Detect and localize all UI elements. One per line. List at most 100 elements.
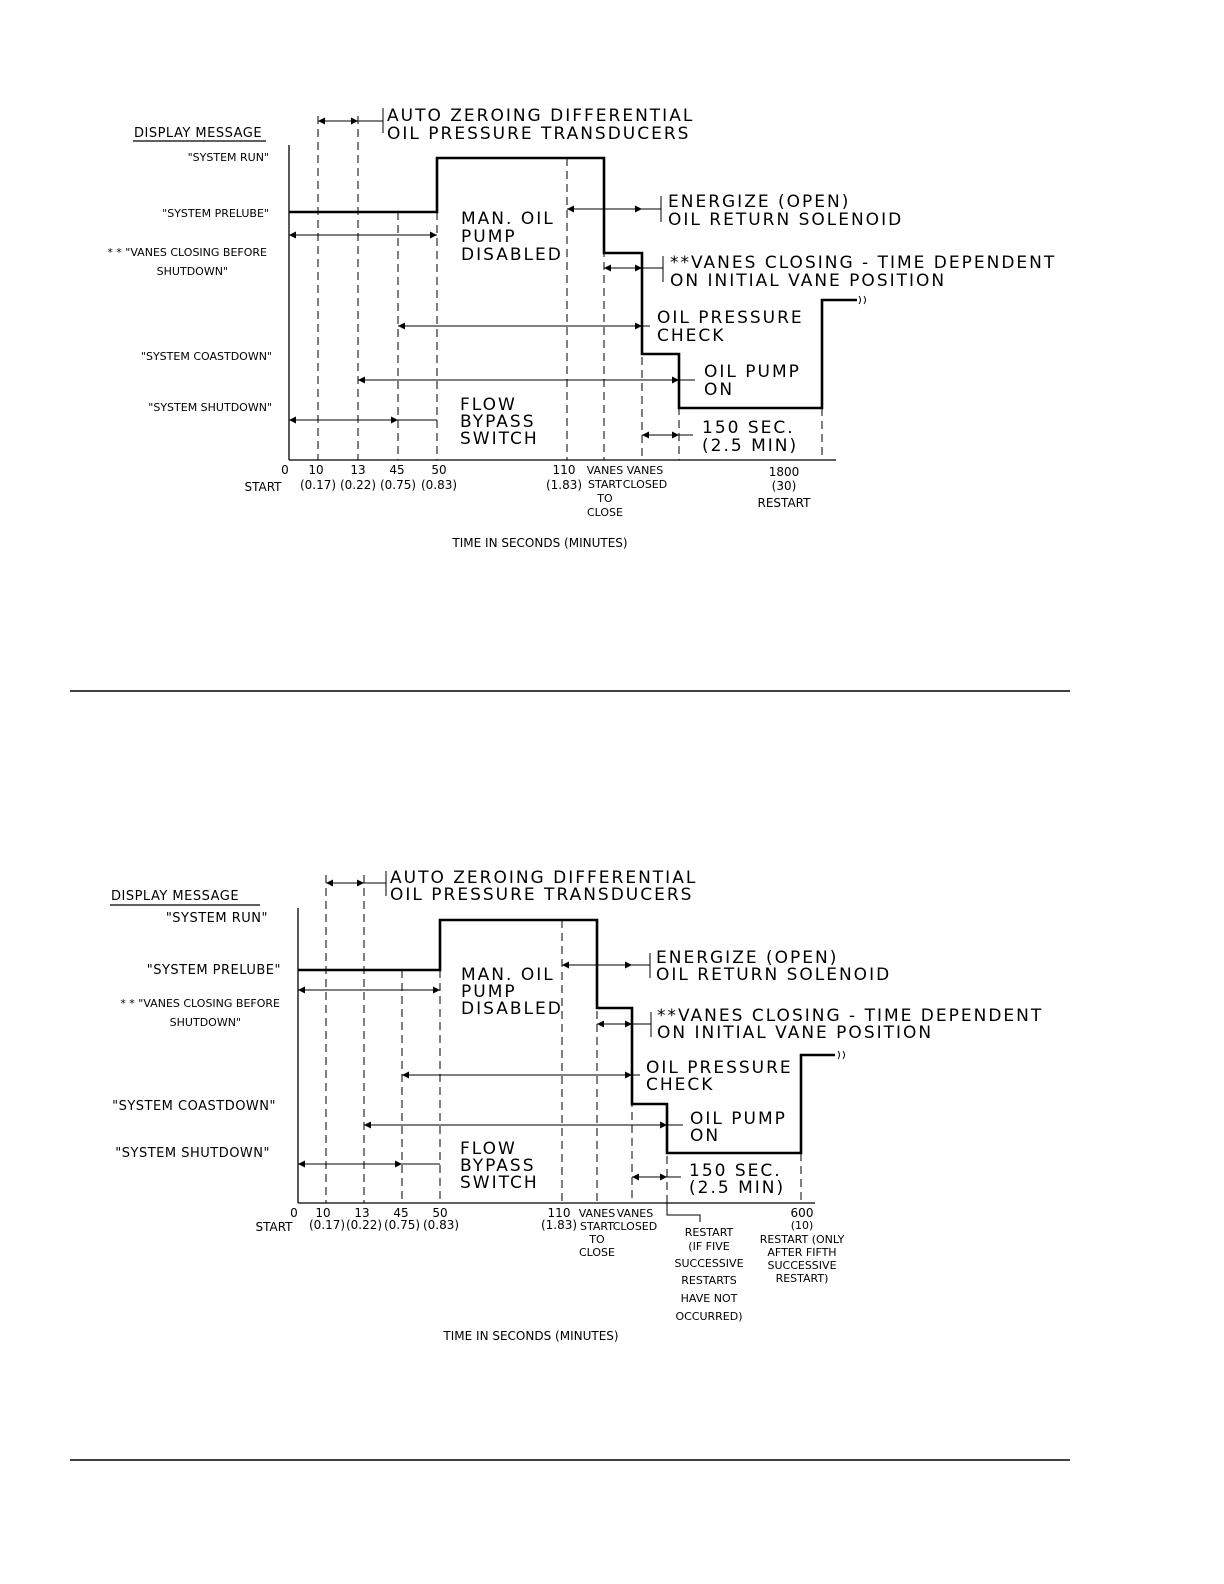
tick-end-2: (10) — [791, 1219, 814, 1232]
vanes-closing-label-1: **VANES CLOSING - TIME DEPENDENT — [670, 253, 1056, 273]
man-oil-label-1: MAN. OIL — [461, 209, 555, 229]
diagram-1: DISPLAY MESSAGE "SYSTEM RUN" "SYSTEM PRE… — [107, 106, 1056, 550]
energize-label-2: OIL RETURN SOLENOID — [668, 210, 903, 230]
tick-end-5: SUCCESSIVE — [767, 1259, 836, 1272]
restart-callout-4: RESTARTS — [681, 1274, 737, 1287]
break-mark — [837, 1050, 845, 1060]
oil-pressure-label-1: OIL PRESSURE — [657, 308, 804, 328]
tick-vanes-start-1: VANES — [587, 464, 624, 477]
state-vanes-closing-line1: * * "VANES CLOSING BEFORE — [120, 997, 280, 1010]
restart-callout-2: (IF FIVE — [688, 1240, 729, 1253]
flow-label-1: FLOW — [460, 1139, 517, 1159]
state-system-shutdown: "SYSTEM SHUTDOWN" — [148, 401, 272, 414]
tick-vanes-closed-2: CLOSED — [623, 478, 667, 491]
state-trace — [298, 918, 835, 1155]
tick-10-min: (0.17) — [309, 1218, 345, 1232]
tick-110-min: (1.83) — [541, 1218, 577, 1232]
tick-45-min: (0.75) — [384, 1218, 420, 1232]
energize-label-2: OIL RETURN SOLENOID — [656, 965, 891, 985]
man-oil-label-1: MAN. OIL — [461, 965, 555, 985]
restart-callout-leader — [666, 1203, 701, 1222]
state-system-shutdown: "SYSTEM SHUTDOWN" — [115, 1146, 270, 1161]
tick-vanes-start-3: TO — [588, 1233, 605, 1246]
tick-end-1: 600 — [791, 1206, 814, 1220]
oil-pressure-label-2: CHECK — [657, 326, 725, 346]
tick-vanes-closed-1: VANES — [627, 464, 664, 477]
restart-callout-3: SUCCESSIVE — [674, 1257, 743, 1270]
tick-end-1: 1800 — [769, 465, 800, 479]
auto-zero-label-2: OIL PRESSURE TRANSDUCERS — [387, 124, 690, 144]
man-oil-label-2: PUMP — [461, 227, 517, 247]
tick-10: 10 — [308, 463, 323, 477]
flow-label-2: BYPASS — [460, 412, 536, 432]
man-oil-label-3: DISABLED — [461, 245, 563, 265]
tick-vanes-closed-1: VANES — [617, 1207, 654, 1220]
state-system-run: "SYSTEM RUN" — [166, 911, 268, 926]
sec150-label-1: 150 SEC. — [689, 1161, 782, 1181]
auto-zero-label-2: OIL PRESSURE TRANSDUCERS — [390, 885, 693, 905]
tick-10: 10 — [315, 1206, 330, 1220]
flow-label-2: BYPASS — [460, 1156, 536, 1176]
tick-110: 110 — [548, 1206, 571, 1220]
sec150-label-2: (2.5 MIN) — [689, 1178, 785, 1198]
tick-vanes-start-2: START — [588, 478, 622, 491]
tick-vanes-start-1: VANES — [579, 1207, 616, 1220]
vanes-closing-label-1: **VANES CLOSING - TIME DEPENDENT — [657, 1006, 1043, 1026]
tick-0: 0 — [290, 1206, 298, 1220]
tick-end-3: RESTART — [758, 496, 812, 510]
restart-callout-5: HAVE NOT — [681, 1292, 738, 1305]
tick-end-3: RESTART (ONLY — [760, 1233, 845, 1246]
tick-13-min: (0.22) — [340, 478, 376, 492]
state-system-coastdown: "SYSTEM COASTDOWN" — [141, 350, 272, 363]
axis-title: TIME IN SECONDS (MINUTES) — [442, 1329, 618, 1343]
tick-end-4: AFTER FIFTH — [767, 1246, 836, 1259]
vanes-closing-label-2: ON INITIAL VANE POSITION — [657, 1023, 933, 1043]
sec150-label-2: (2.5 MIN) — [702, 436, 798, 456]
state-vanes-closing-line2: SHUTDOWN" — [170, 1016, 241, 1029]
oil-pump-label-2: ON — [690, 1126, 720, 1146]
state-vanes-closing-line2: SHUTDOWN" — [157, 265, 228, 278]
man-oil-label-3: DISABLED — [461, 999, 563, 1019]
tick-50-min: (0.83) — [421, 478, 457, 492]
state-vanes-closing-line1: * * "VANES CLOSING BEFORE — [107, 246, 267, 259]
state-system-coastdown: "SYSTEM COASTDOWN" — [112, 1099, 276, 1114]
tick-end-6: RESTART) — [776, 1272, 829, 1285]
tick-vanes-closed-2: CLOSED — [613, 1220, 657, 1233]
tick-10-min: (0.17) — [300, 478, 336, 492]
energize-label-1: ENERGIZE (OPEN) — [656, 948, 838, 968]
tick-45: 45 — [389, 463, 404, 477]
tick-50: 50 — [432, 1206, 447, 1220]
oil-pump-label-1: OIL PUMP — [690, 1109, 787, 1129]
restart-callout-6: OCCURRED) — [675, 1310, 742, 1323]
sec150-label-1: 150 SEC. — [702, 418, 795, 438]
oil-pump-label-2: ON — [704, 380, 734, 400]
tick-45-min: (0.75) — [380, 478, 416, 492]
oil-pressure-label-2: CHECK — [646, 1075, 714, 1095]
state-trace — [289, 156, 857, 410]
tick-13: 13 — [350, 463, 365, 477]
tick-45: 45 — [393, 1206, 408, 1220]
state-system-prelube: "SYSTEM PRELUBE" — [147, 963, 281, 978]
tick-vanes-start-3: TO — [596, 492, 613, 505]
display-message-header: DISPLAY MESSAGE — [134, 126, 262, 141]
oil-pressure-label-1: OIL PRESSURE — [646, 1058, 793, 1078]
diagram-2: DISPLAY MESSAGE "SYSTEM RUN" "SYSTEM PRE… — [110, 868, 1043, 1343]
flow-label-3: SWITCH — [460, 1173, 539, 1193]
tick-13: 13 — [354, 1206, 369, 1220]
tick-110: 110 — [553, 463, 576, 477]
tick-13-min: (0.22) — [346, 1218, 382, 1232]
vanes-closing-label-2: ON INITIAL VANE POSITION — [670, 271, 946, 291]
tick-50-min: (0.83) — [423, 1218, 459, 1232]
break-mark — [858, 295, 866, 305]
state-system-prelube: "SYSTEM PRELUBE" — [162, 207, 269, 220]
man-oil-label-2: PUMP — [461, 982, 517, 1002]
auto-zero-label-1: AUTO ZEROING DIFFERENTIAL — [387, 106, 694, 126]
tick-110-min: (1.83) — [546, 478, 582, 492]
tick-vanes-start-4: CLOSE — [587, 506, 623, 519]
tick-start: START — [244, 480, 282, 494]
energize-label-1: ENERGIZE (OPEN) — [668, 192, 850, 212]
auto-zero-label-1: AUTO ZEROING DIFFERENTIAL — [390, 868, 697, 888]
restart-callout-1: RESTART — [685, 1226, 734, 1239]
axis-title: TIME IN SECONDS (MINUTES) — [451, 536, 627, 550]
